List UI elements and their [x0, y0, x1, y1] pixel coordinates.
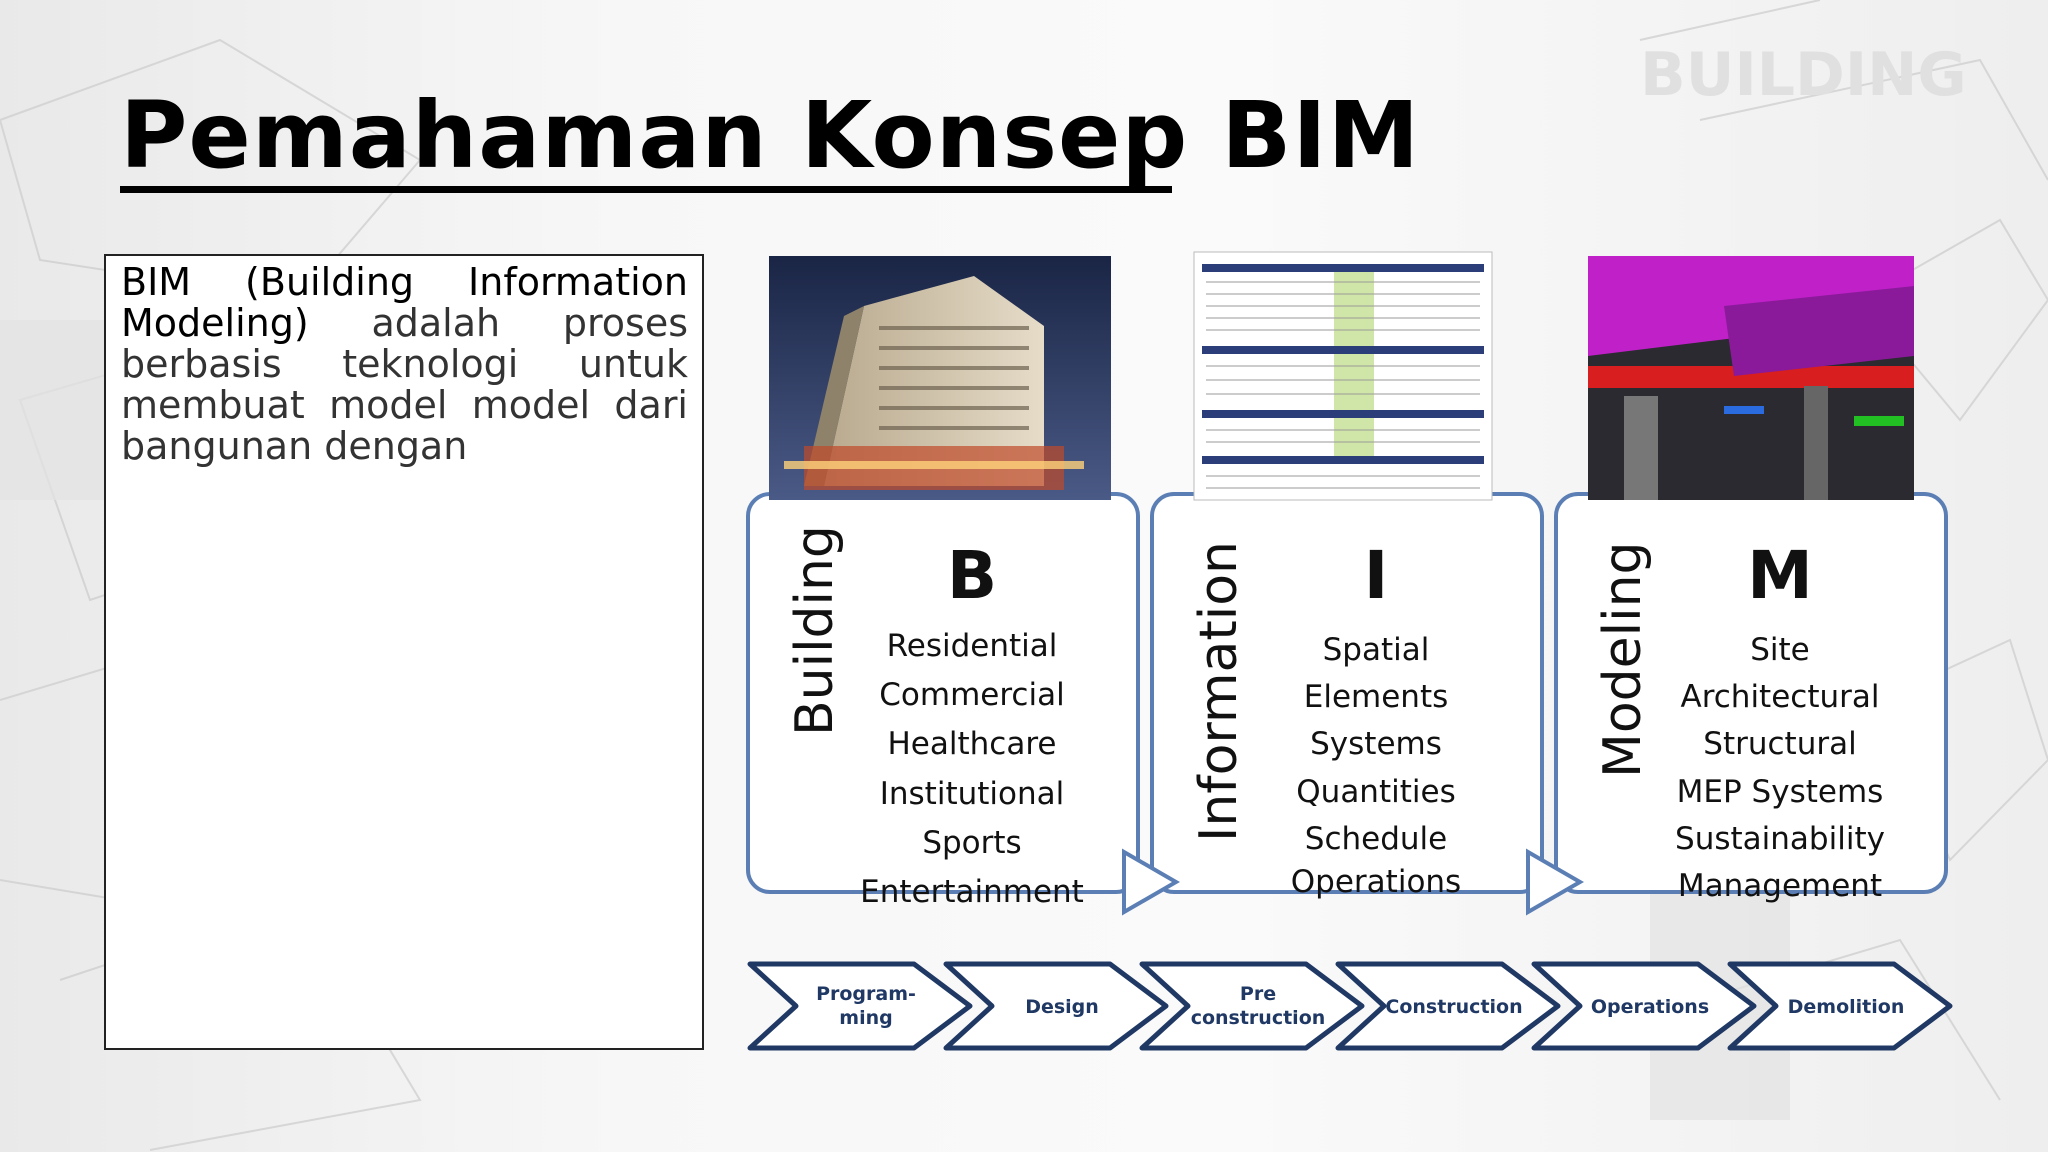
- building-item: Healthcare: [888, 726, 1057, 762]
- phase-chevron-preconstruction: [1139, 961, 1365, 1051]
- building-item: Sports: [922, 825, 1021, 861]
- information-item: Systems: [1310, 726, 1442, 762]
- modeling-item: Site: [1750, 632, 1810, 668]
- modeling-item: Management: [1678, 868, 1882, 904]
- modeling-item: Sustainability: [1675, 821, 1885, 857]
- building-photo: [769, 256, 1111, 500]
- slide-title: Pemahaman Konsep BIM: [120, 82, 1421, 189]
- description-box: BIM (Building Information Modeling) adal…: [104, 254, 704, 1050]
- arrow-i-to-m-icon: [1526, 848, 1585, 916]
- letter-m: M: [1747, 537, 1813, 614]
- phase-chevron-construction: [1335, 961, 1561, 1051]
- mep-model-image: [1588, 256, 1914, 500]
- phase-label: Pre: [1240, 983, 1276, 1005]
- building-item: Commercial: [879, 677, 1064, 713]
- information-item: Schedule: [1305, 821, 1447, 857]
- information-item: Spatial: [1323, 632, 1430, 668]
- modeling-item: Architectural: [1680, 679, 1879, 715]
- phase-label: Demolition: [1788, 996, 1905, 1018]
- phase-chevron-operations: [1531, 961, 1757, 1051]
- schedule-table-image: [1193, 251, 1493, 501]
- letter-i: I: [1364, 537, 1389, 614]
- modeling-item: MEP Systems: [1677, 774, 1884, 810]
- information-item: Operations: [1291, 864, 1461, 900]
- phase-label: Operations: [1591, 996, 1709, 1018]
- phase-label: Design: [1025, 996, 1099, 1018]
- bim-term: BIM (Building Information Modeling): [121, 260, 688, 345]
- information-item: Elements: [1304, 679, 1449, 715]
- svg-text:BUILDING: BUILDING: [1640, 40, 1967, 110]
- vertical-label-modeling: Modeling: [1593, 541, 1653, 778]
- vertical-label-building: Building: [785, 525, 845, 736]
- phase-label: construction: [1191, 1007, 1326, 1029]
- phase-chevron-programming: [747, 961, 973, 1051]
- modeling-item: Structural: [1703, 726, 1856, 762]
- phase-label: Program-: [816, 983, 916, 1005]
- phase-chevron-design: [943, 961, 1169, 1051]
- building-item: Institutional: [880, 776, 1065, 812]
- building-item: Entertainment: [860, 874, 1084, 910]
- building-item: Residential: [887, 628, 1058, 664]
- information-item: Quantities: [1296, 774, 1455, 810]
- letter-b: B: [947, 537, 997, 614]
- title-underline: [120, 186, 1172, 193]
- phase-label: Construction: [1385, 996, 1522, 1018]
- description-text: BIM (Building Information Modeling) adal…: [106, 256, 702, 467]
- phase-label: ming: [839, 1007, 892, 1029]
- vertical-label-information: Information: [1189, 541, 1249, 842]
- arrow-b-to-i-icon: [1122, 848, 1181, 916]
- phase-chevron-demolition: [1727, 961, 1953, 1051]
- bim-diagram: Building B Residential Commercial Health…: [744, 246, 1958, 1052]
- bim-definition: adalah proses berbasis teknologi untuk m…: [121, 301, 688, 468]
